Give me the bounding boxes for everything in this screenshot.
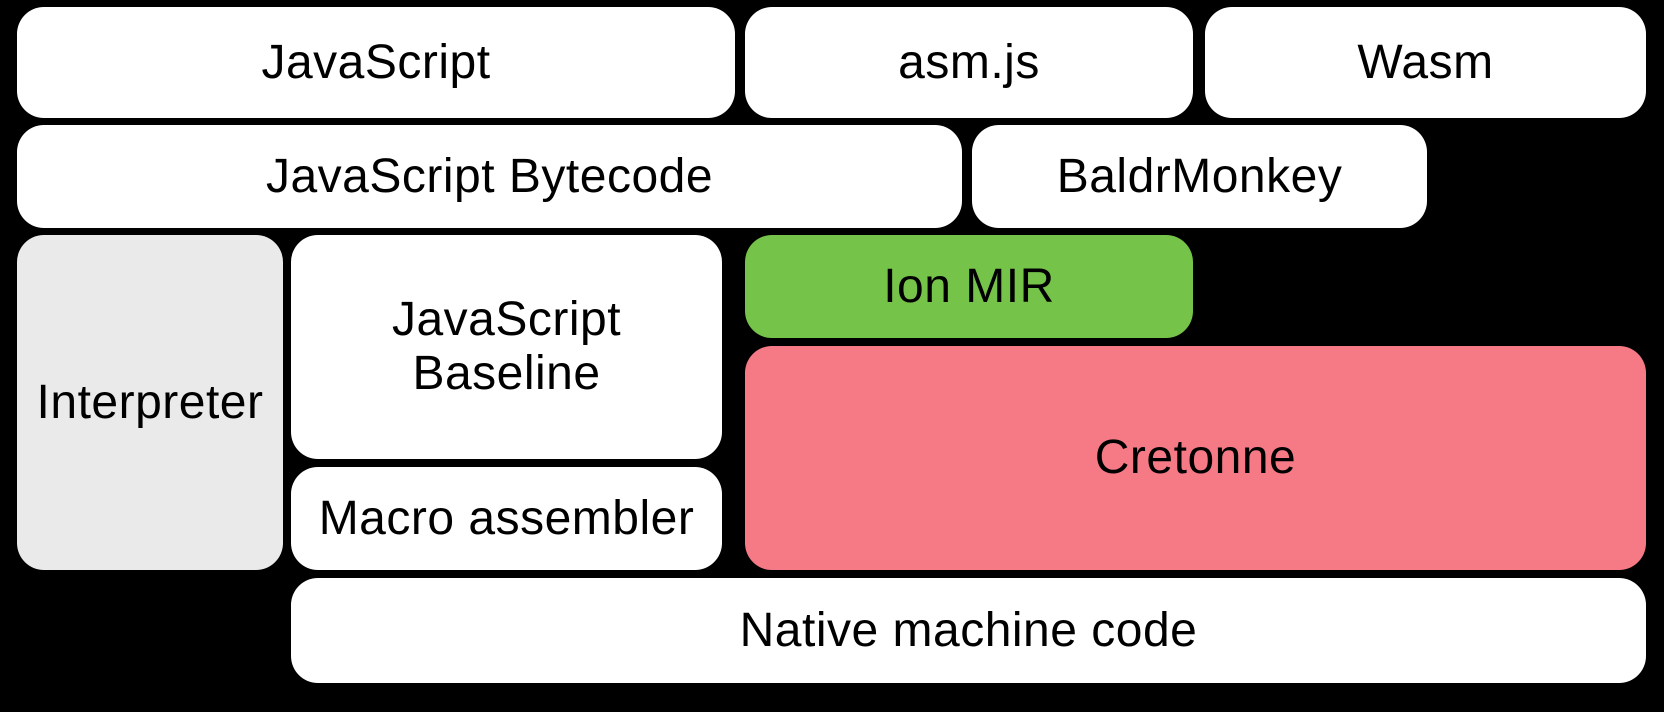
- block-macro-assembler-label: Macro assembler: [318, 491, 695, 545]
- block-asmjs-label: asm.js: [898, 35, 1040, 89]
- block-wasm-label: Wasm: [1357, 35, 1494, 89]
- block-javascript-bytecode: JavaScript Bytecode: [17, 125, 962, 228]
- block-cretonne-label: Cretonne: [1094, 431, 1297, 484]
- block-interpreter: Interpreter: [17, 235, 283, 570]
- block-javascript-bytecode-label: JavaScript Bytecode: [265, 149, 714, 203]
- block-cretonne: Cretonne: [745, 346, 1646, 570]
- block-ion-mir-label: Ion MIR: [883, 259, 1055, 313]
- block-native-machine-code: Native machine code: [291, 578, 1646, 683]
- block-wasm: Wasm: [1205, 7, 1646, 118]
- block-asmjs: asm.js: [745, 7, 1193, 118]
- block-macro-assembler: Macro assembler: [291, 467, 722, 570]
- block-ion-mir: Ion MIR: [745, 235, 1193, 338]
- block-native-machine-code-label: Native machine code: [739, 603, 1198, 657]
- block-javascript: JavaScript: [17, 7, 735, 118]
- block-baldrmonkey: BaldrMonkey: [972, 125, 1427, 228]
- block-javascript-baseline-label: JavaScript Baseline: [391, 293, 622, 400]
- block-javascript-baseline: JavaScript Baseline: [291, 235, 722, 459]
- block-javascript-label: JavaScript: [261, 35, 491, 89]
- block-baldrmonkey-label: BaldrMonkey: [1056, 149, 1343, 203]
- block-interpreter-label: Interpreter: [36, 375, 264, 429]
